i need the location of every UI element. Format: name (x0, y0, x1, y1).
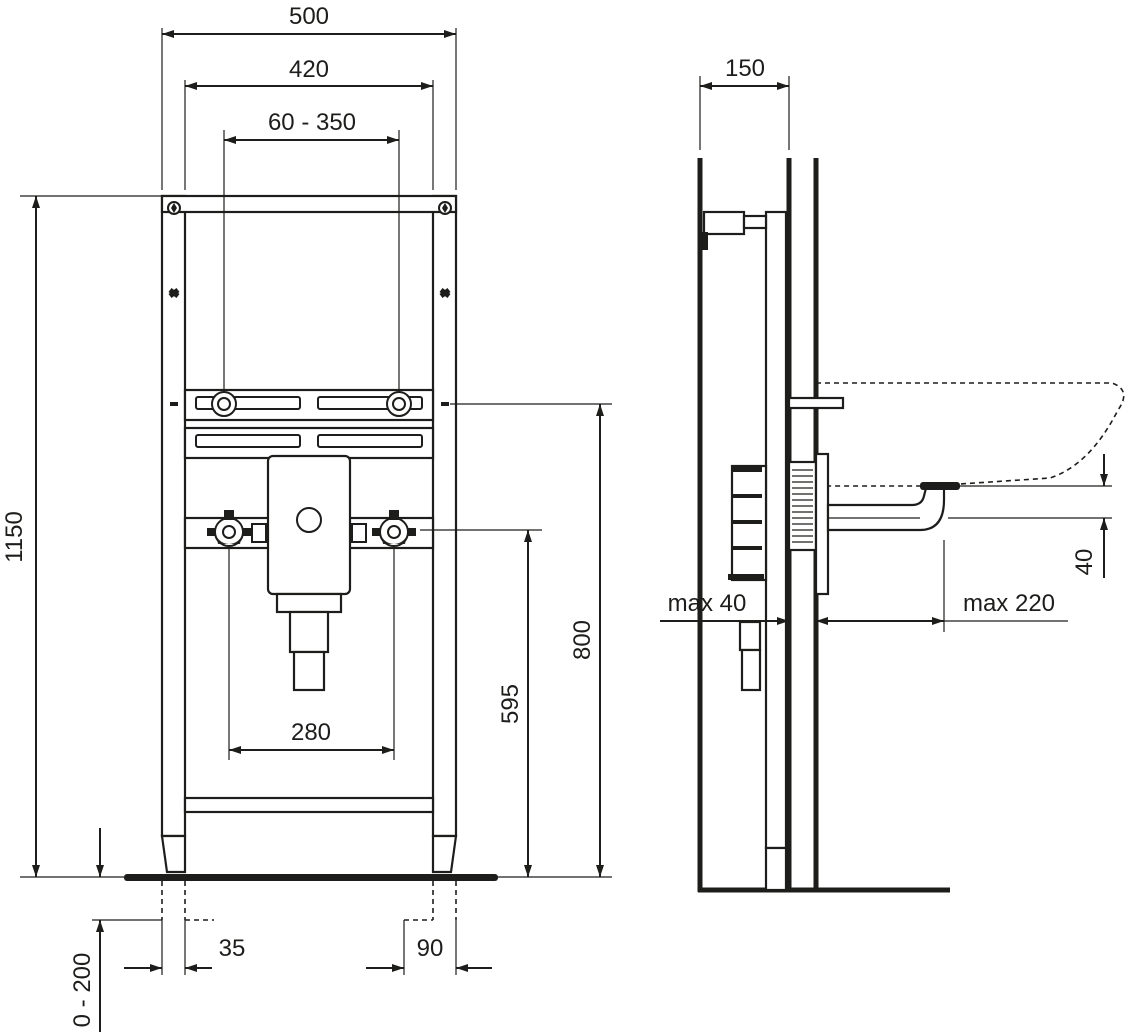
dim-40-vertical: 40 (1071, 549, 1098, 576)
dim-800: 800 (569, 620, 596, 660)
dim-max-40: max 40 (668, 590, 747, 617)
top-rail (160, 194, 458, 214)
dim-420: 420 (289, 56, 329, 83)
dim-35: 35 (219, 935, 246, 962)
dim-280: 280 (291, 719, 331, 746)
supply-valve-left (207, 510, 267, 547)
dim-60-350: 60 - 350 (268, 109, 356, 136)
supply-valve-right (351, 510, 416, 547)
basin-outline (816, 382, 1125, 487)
floor-line (124, 874, 498, 881)
dim-90: 90 (417, 935, 444, 962)
dim-150: 150 (725, 55, 765, 82)
dim-1150: 1150 (1, 511, 28, 563)
dim-595: 595 (497, 684, 524, 724)
front-view: 500 420 60 - 350 1150 800 595 280 35 90 … (1, 3, 612, 1032)
side-view: 150 max 40 max 220 40 (660, 55, 1125, 893)
dim-500: 500 (289, 3, 329, 30)
bottom-rail (183, 796, 435, 814)
dim-0-200: 0 - 200 (69, 953, 96, 1028)
dim-max-220: max 220 (963, 590, 1055, 617)
side-frame (764, 210, 788, 850)
